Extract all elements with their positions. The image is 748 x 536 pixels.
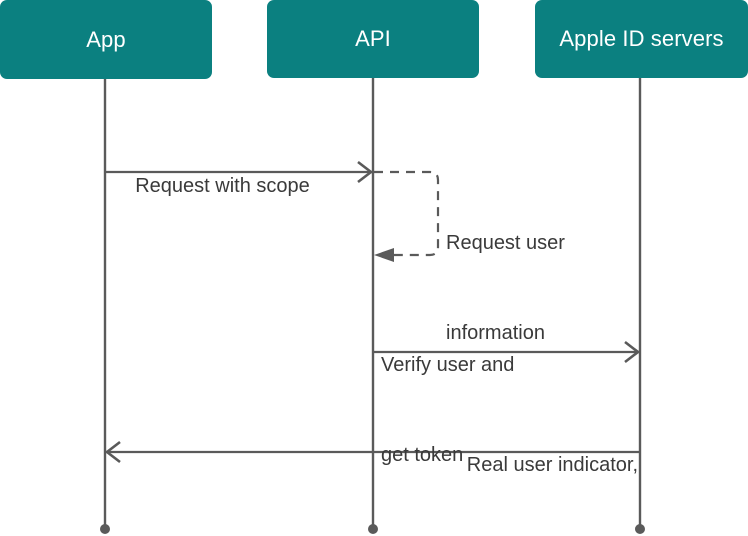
participant-label-app: App [86,26,126,52]
message-label-request-user-information: Request user information [446,168,565,408]
self-loop-dashed-path [374,170,440,257]
arrowhead-open-left [104,440,121,464]
lifeline-end-dot-api [368,524,378,534]
arrowhead-open-right [624,340,641,364]
arrowhead-open-right [357,160,374,184]
lifeline-end-dot-apple-id-servers [635,524,645,534]
message-label-line: Verify user and [381,354,515,376]
participant-label-api: API [355,26,391,51]
message-arrow-request-with-scope [105,160,374,184]
message-label-request-with-scope: Request with scope [113,141,310,231]
message-label-line: get token [381,444,464,466]
message-label-line: information [446,322,545,344]
participant-label-apple-id-servers: Apple ID servers [559,26,724,51]
arrowhead-filled-left [374,248,394,262]
message-label-real-user-indicator-email-if-requested: Real user indicator, email if requested [338,390,638,536]
participant-box-apple-id-servers[interactable]: Apple ID servers [535,0,748,78]
message-label-line: Real user indicator, [466,454,638,476]
participant-box-api[interactable]: API [267,0,479,78]
lifeline-terminators [100,524,645,534]
message-arrow-request-user-information [374,170,440,262]
message-label-verify-user-and-get-token: Verify user and get token [381,290,514,530]
message-arrow-real-user-indicator-email-if-requested [104,440,640,464]
message-arrow-verify-user-and-get-token [373,340,641,364]
message-label-line: Request with scope [135,175,310,197]
lifelines [103,78,642,529]
lifeline-end-dot-app [100,524,110,534]
participant-box-app[interactable]: App [0,0,212,79]
message-label-line: Request user [446,232,565,254]
